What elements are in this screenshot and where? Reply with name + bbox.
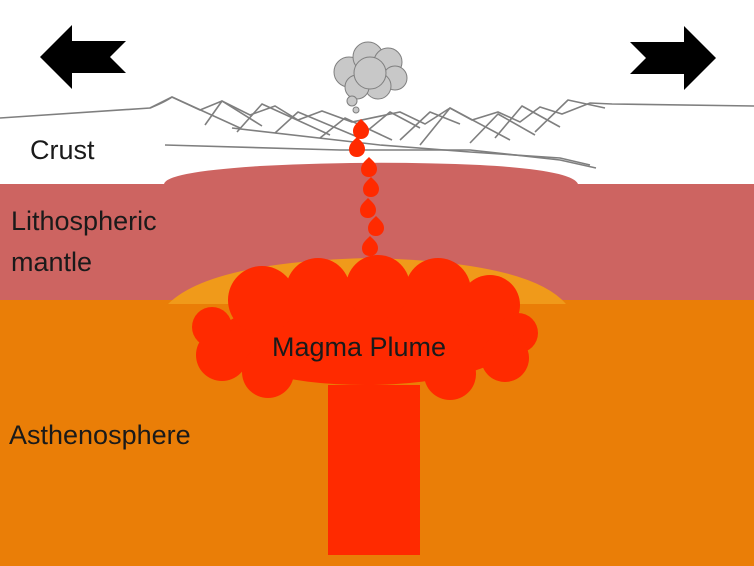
crust-label: Crust (30, 135, 95, 165)
mountain-peak (319, 117, 393, 141)
lithospheric-mantle-label-line2: mantle (11, 247, 93, 277)
magma-droplet-icon (362, 236, 378, 256)
magma-droplet-icon (349, 137, 365, 157)
magma-droplet-icon (363, 177, 379, 197)
cloud-tail-puff (346, 95, 358, 107)
arrow-right-icon (630, 26, 716, 90)
plume-head-lobe (424, 348, 476, 400)
mountain-peak (149, 96, 241, 129)
plume-head-lobe (196, 329, 248, 381)
plume-head-lobe (481, 334, 529, 382)
mountain-peak (399, 111, 461, 141)
asthenosphere-label: Asthenosphere (9, 420, 191, 450)
arrow-left-icon (40, 25, 126, 89)
magma-droplet-icon (360, 198, 376, 218)
crust-base-line (231, 127, 591, 166)
magma-droplet-icon (353, 119, 369, 139)
crust-base-line (164, 144, 597, 169)
mountain-peak (204, 100, 263, 127)
mountain-peak (236, 103, 331, 136)
cloud-tail-puff (352, 106, 360, 114)
magma-plume-head (192, 255, 538, 400)
magma-droplet-icon (368, 216, 384, 236)
cloud-puff (353, 56, 387, 90)
mountain-peak (274, 111, 361, 139)
mountain-peak (534, 99, 606, 133)
plume-head-lobe (242, 346, 294, 398)
magma-plume-stem (328, 385, 420, 555)
crust-ridge-line (0, 96, 754, 125)
magma-droplet-icon (361, 157, 377, 177)
mountain-peak (469, 113, 536, 144)
mountain-range (149, 96, 606, 169)
mountain-peak (419, 107, 511, 146)
plume-head-lobe (286, 258, 350, 322)
plume-head-lobe (228, 266, 296, 334)
plume-head-lobe (405, 258, 471, 324)
lithospheric-mantle-label-line1: Lithospheric (11, 206, 157, 236)
ash-cloud-icon (333, 41, 408, 114)
magma-plume-label: Magma Plume (272, 332, 447, 362)
plume-head-lobe (346, 255, 410, 319)
